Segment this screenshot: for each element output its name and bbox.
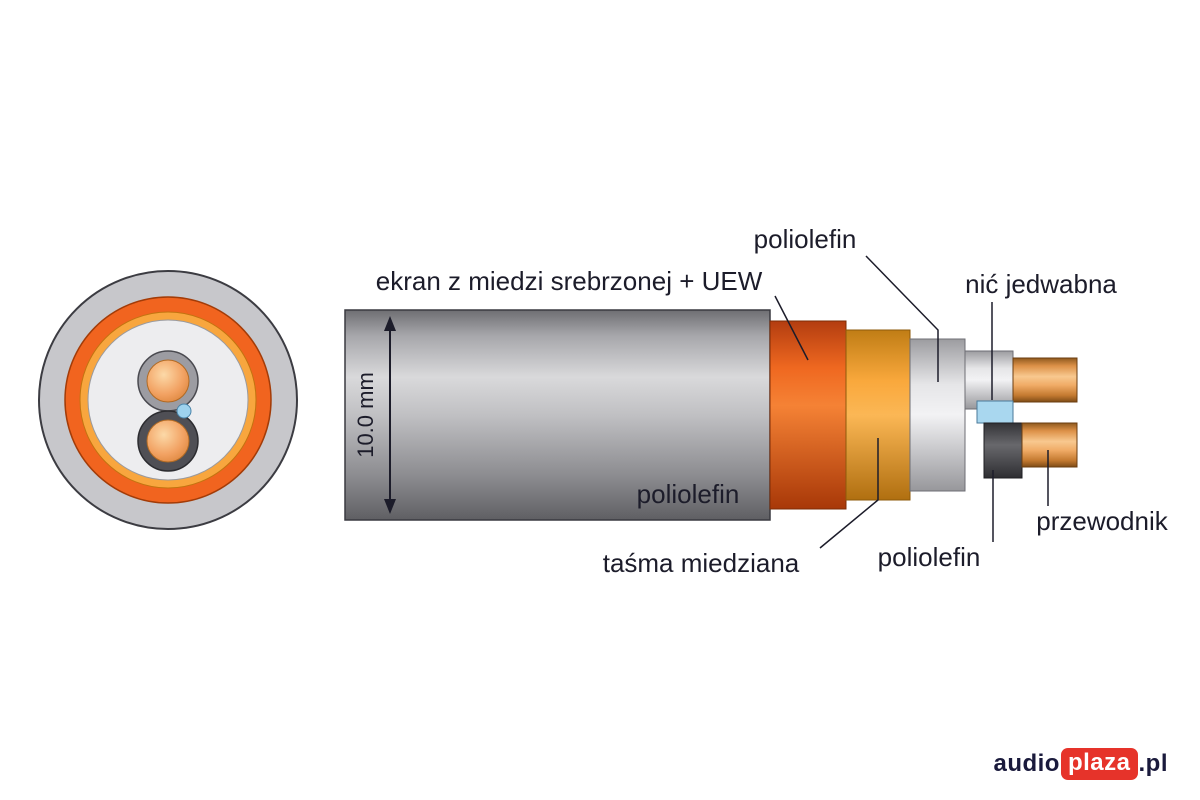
cross-section-silk-thread	[176, 403, 192, 419]
leader-line-tasma-miedziana	[819, 438, 879, 549]
cutaway-silk-thread	[976, 400, 1014, 424]
dimension-arrowhead-top	[384, 316, 396, 331]
logo-text-plaza: plaza	[1060, 748, 1138, 780]
leader-line-poliolefin-top	[865, 255, 939, 382]
cutaway-view	[344, 309, 1078, 521]
label-poliolefin-top: poliolefin	[754, 224, 857, 254]
label-poliolefin-bottom: poliolefin	[878, 542, 981, 572]
label-poliolefin-jacket: poliolefin	[637, 479, 740, 509]
dimension-arrowhead-bottom	[384, 499, 396, 514]
label-tasma-miedziana: taśma miedziana	[603, 548, 800, 578]
cutaway-copper-screen-layer	[769, 320, 847, 510]
cross-section-view	[38, 270, 298, 530]
cutaway-jacket-poliolefin	[344, 309, 771, 521]
cutaway-top-conductor-copper	[1012, 357, 1078, 403]
label-przewodnik: przewodnik	[1036, 506, 1169, 536]
dimension-label: 10.0 mm	[353, 372, 378, 458]
cutaway-bottom-conductor-insulation	[983, 422, 1023, 479]
cross-section-top-conductor-copper	[146, 359, 190, 403]
label-ekran-z-miedzi: ekran z miedzi srebrzonej + UEW	[376, 266, 763, 296]
cutaway-top-conductor-insulation	[964, 350, 1014, 410]
labels: poliolefin ekran z miedzi srebrzonej + U…	[376, 224, 1169, 578]
leader-line-ekran	[774, 295, 809, 361]
label-nic-jedwabna: nić jedwabna	[965, 269, 1117, 299]
leader-lines	[774, 255, 1049, 549]
cross-section-bottom-conductor-copper	[146, 419, 190, 463]
logo-text-pl: .pl	[1138, 750, 1168, 777]
logo-text-audio: audio	[993, 750, 1060, 777]
dimension-indicator: 10.0 mm	[353, 316, 396, 514]
cutaway-bottom-conductor-copper	[1021, 422, 1078, 468]
